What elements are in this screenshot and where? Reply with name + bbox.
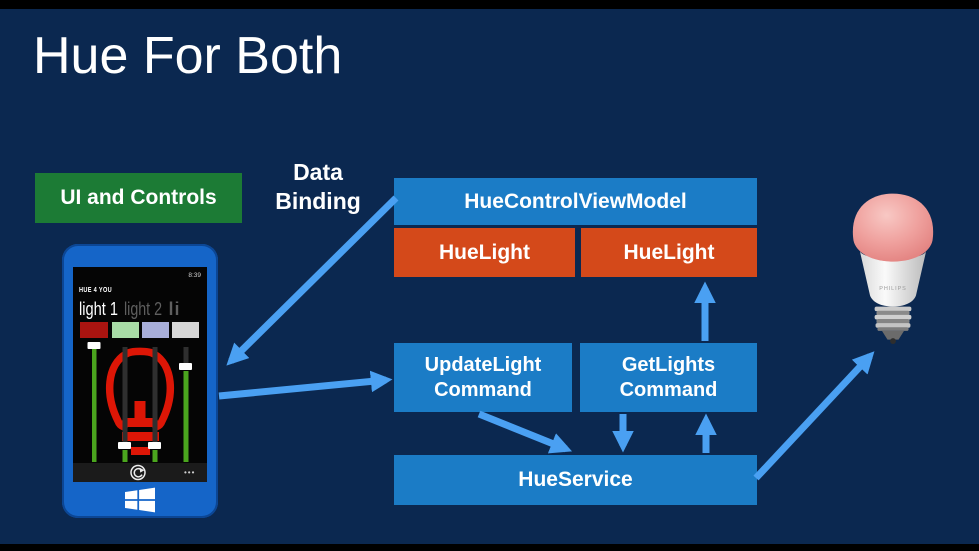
slider-4-track-fill — [183, 371, 189, 462]
hue-light-right-label: HueLight — [623, 240, 715, 264]
status-bar-clock: 8:39 — [188, 272, 201, 279]
slider-2-thumb[interactable] — [118, 442, 131, 449]
slider-4-thumb[interactable] — [179, 363, 192, 370]
bulb-body — [859, 251, 927, 307]
screw-contact — [890, 338, 896, 344]
hue-service-label: HueService — [518, 468, 633, 491]
bulb-base-bar-wide — [122, 432, 159, 441]
slider-4-track[interactable] — [183, 347, 189, 364]
hue-light-left-label: HueLight — [439, 240, 530, 264]
bulb-dome — [852, 193, 934, 262]
windows-logo-icon — [125, 487, 155, 513]
refresh-button-circle — [130, 464, 146, 481]
screw-ridge — [877, 327, 909, 331]
slider-1-thumb[interactable] — [87, 342, 101, 349]
slider-3-thumb[interactable] — [148, 442, 161, 449]
app-bar — [73, 463, 207, 482]
screw-ridge — [876, 318, 910, 324]
app-bar-more-dots[interactable]: ••• — [184, 468, 195, 477]
windows-logo-pane-tl — [125, 490, 138, 500]
hue-light-right-box: HueLight — [581, 228, 757, 277]
slider-2-track-fill — [122, 450, 128, 462]
philips-hue-bulb-image: PHILIPS — [852, 193, 934, 344]
slide-title: Hue For Both — [33, 27, 343, 85]
arrow-phone-to-updatelight — [218, 370, 393, 400]
screw-tip — [881, 330, 905, 340]
data-binding-line2: Binding — [275, 188, 361, 214]
data-binding-label: Data Binding — [262, 158, 374, 216]
hue-control-view-model-label: HueControlViewModel — [464, 189, 687, 213]
data-binding-line1: Data — [293, 159, 343, 185]
color-swatch-gray[interactable] — [172, 322, 199, 338]
slider-3-track[interactable] — [152, 347, 158, 443]
bulb-screw-base — [874, 306, 912, 344]
windows-logo-pane-tr — [139, 487, 155, 500]
arrow-viewmodel-to-phone — [226, 195, 399, 366]
windows-logo-pane-br — [139, 500, 155, 513]
app-title: HUE 4 YOU — [79, 287, 112, 294]
slider-1-track[interactable] — [92, 349, 97, 462]
bulb-brand-text: PHILIPS — [879, 286, 907, 292]
color-swatch-lavender[interactable] — [142, 322, 169, 338]
color-swatch-red[interactable] — [80, 322, 108, 338]
get-lights-command-line2: Command — [619, 378, 718, 401]
refresh-icon-arrowhead — [139, 467, 145, 473]
color-swatch-green[interactable] — [112, 322, 139, 338]
slider-4[interactable] — [179, 347, 192, 462]
get-lights-command-line1: GetLights — [621, 353, 716, 376]
hue-service-box: HueService — [394, 455, 757, 505]
screw-ridge — [876, 310, 910, 316]
slider-2-track[interactable] — [122, 347, 128, 443]
bottom-letterbox-bar — [0, 544, 979, 551]
slider-2[interactable] — [118, 347, 131, 462]
bulb-base-flare — [120, 418, 160, 427]
bulb-base-bar-small — [131, 447, 150, 455]
slider-3[interactable] — [148, 347, 161, 462]
refresh-button[interactable] — [130, 464, 146, 481]
arrow-updatelight-to-hueservice — [477, 410, 573, 454]
get-lights-command-box: GetLights Command — [580, 343, 757, 412]
slider-3-track-fill — [152, 450, 158, 462]
arrow-hueservice-to-bulb — [753, 351, 875, 481]
hue-control-view-model-box: HueControlViewModel — [394, 178, 757, 225]
top-letterbox-bar — [0, 0, 979, 9]
pivot-tab-light1[interactable]: light 1 — [79, 299, 118, 319]
ui-and-controls-label: UI and Controls — [60, 186, 217, 209]
update-light-command-box: UpdateLight Command — [394, 343, 572, 412]
phone-screen: 8:39 HUE 4 YOU light 1 light 2 li — [73, 267, 207, 482]
screw-ridge — [874, 306, 912, 312]
update-light-command-line2: Command — [434, 378, 532, 401]
pivot-tab-light2[interactable]: light 2 — [124, 299, 162, 319]
windows-logo-pane-bl — [125, 500, 138, 510]
ui-and-controls-box: UI and Controls — [35, 173, 242, 223]
refresh-icon — [133, 467, 143, 478]
slider-1[interactable] — [87, 342, 101, 462]
screw-ridge — [874, 314, 912, 320]
bulb-filament-stem — [134, 401, 146, 418]
screw-ridge — [875, 323, 911, 328]
update-light-command-line1: UpdateLight — [424, 353, 542, 376]
hue-light-left-box: HueLight — [394, 228, 575, 277]
pivot-tab-light3-clipped[interactable]: li — [168, 299, 180, 319]
